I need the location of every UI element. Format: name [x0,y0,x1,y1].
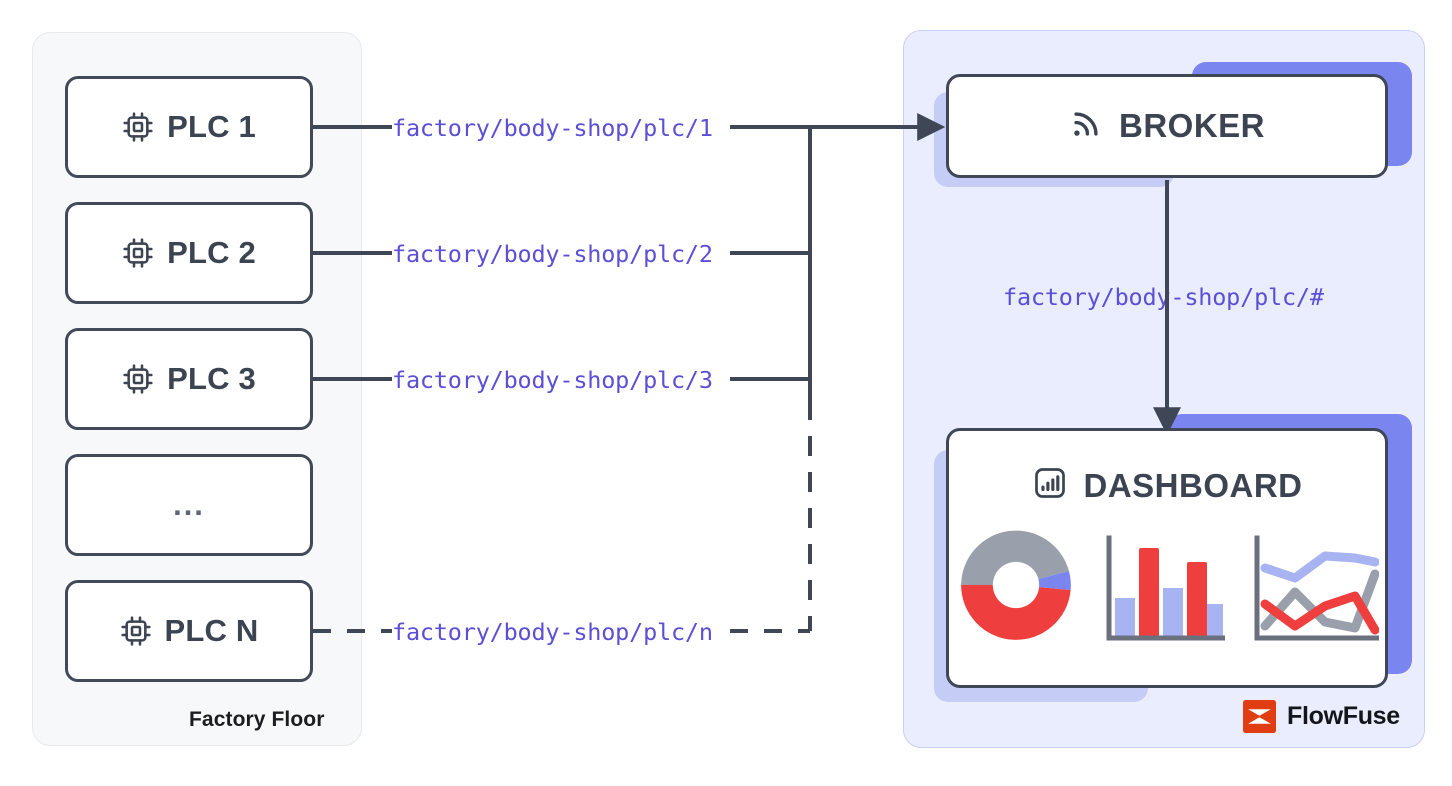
chip-icon [122,237,154,269]
plc-card-label: PLC 1 [167,109,256,144]
dashboard-mini-charts [949,524,1385,646]
chip-icon [122,111,154,143]
chip-icon [122,363,154,395]
factory-floor-label: Factory Floor [189,708,325,731]
topic-label-plc-n: factory/body-shop/plc/n [392,618,713,646]
mini-donut-chart [961,530,1071,640]
bar-chart-icon [1032,465,1068,506]
plc-card-1[interactable]: PLC 1 [65,76,313,178]
dashboard-title: DASHBOARD [1083,466,1303,504]
flowfuse-logo-icon [1243,700,1276,733]
flowfuse-wordmark: FlowFuse [1287,702,1400,730]
chip-icon [120,615,152,647]
plc-card-label: PLC N [164,613,259,648]
topic-label-plc-2: factory/body-shop/plc/2 [392,240,713,268]
mini-bar-chart [1106,535,1225,641]
plc-card-n[interactable]: PLC N [65,580,313,682]
signal-icon [1069,107,1103,146]
plc-card-label: PLC 2 [167,235,256,270]
plc-card-ellipsis: ... [65,454,313,556]
ellipsis-label: ... [173,486,205,522]
broker-title: BROKER [1118,107,1265,144]
mini-line-chart [1254,535,1379,641]
plc-card-label: PLC 3 [167,361,256,396]
broker-card[interactable]: BROKER [946,74,1388,178]
dashboard-card[interactable]: DASHBOARD [946,428,1388,688]
plc-card-3[interactable]: PLC 3 [65,328,313,430]
topic-label-plc-1: factory/body-shop/plc/1 [392,114,713,142]
topic-label-plc-3: factory/body-shop/plc/3 [392,366,713,394]
flowfuse-logo: FlowFuse [1243,700,1400,733]
plc-card-2[interactable]: PLC 2 [65,202,313,304]
topic-label-subscribe: factory/body-shop/plc/# [1003,283,1324,311]
